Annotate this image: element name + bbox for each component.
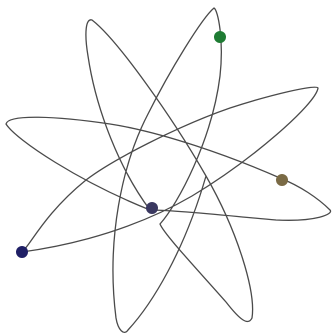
navy-marker: [16, 246, 28, 258]
olive-marker: [276, 174, 288, 186]
purple-marker: [146, 202, 158, 214]
looping-curve: [6, 8, 331, 332]
green-marker: [214, 31, 226, 43]
